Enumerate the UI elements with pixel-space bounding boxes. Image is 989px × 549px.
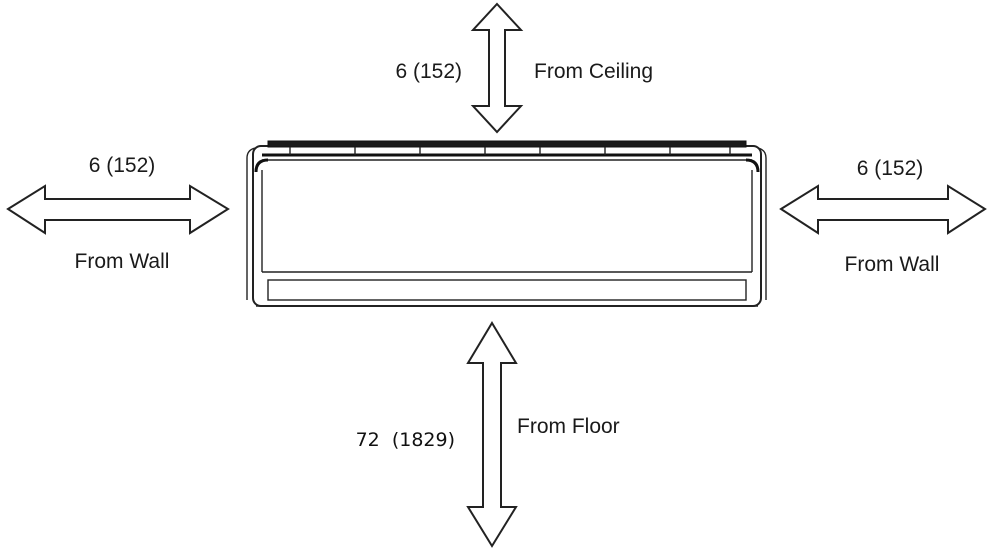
- left-wall-clearance-label: From Wall: [75, 250, 170, 273]
- left-wall-clearance-arrow: [6, 184, 230, 235]
- indoor-unit-illustration: [246, 140, 767, 307]
- floor-clearance-label: From Floor: [517, 415, 620, 438]
- floor-clearance-arrow: [466, 321, 518, 548]
- right-wall-clearance-label: From Wall: [845, 253, 940, 276]
- right-wall-clearance-arrow: [779, 184, 987, 235]
- ceiling-clearance-arrow: [470, 2, 524, 134]
- ceiling-clearance-value: 6 (152): [395, 60, 462, 83]
- left-wall-clearance-value: 6 (152): [89, 154, 156, 177]
- ceiling-clearance-label: From Ceiling: [534, 60, 653, 83]
- floor-clearance-value: 72 (1829): [356, 429, 455, 451]
- right-wall-clearance-value: 6 (152): [857, 157, 924, 180]
